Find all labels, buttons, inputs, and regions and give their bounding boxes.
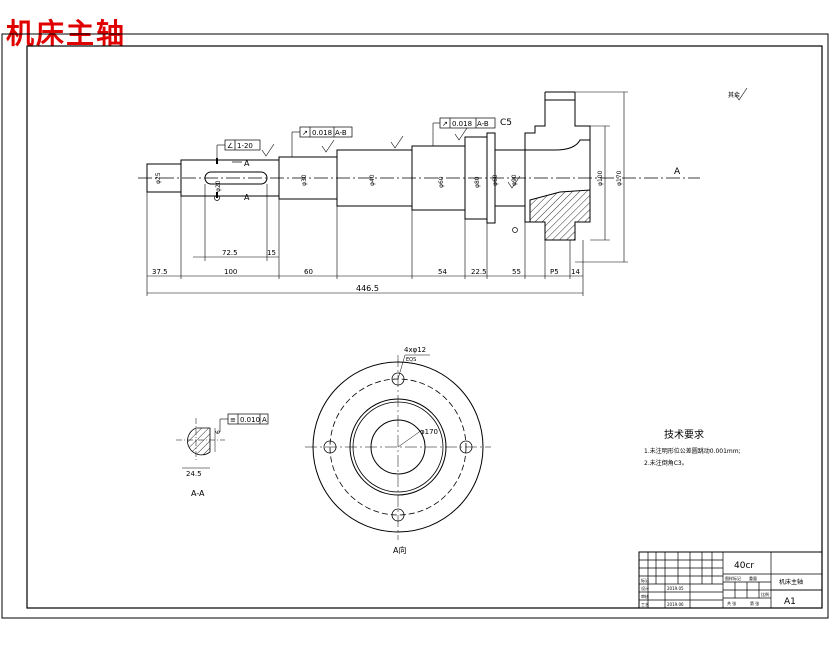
tol-frame-2: ↗ 0.018 A-B — [291, 126, 353, 157]
dim-seg-6: 55 — [512, 268, 521, 276]
tech-req-item-1: 1.未注明形位公差圆跳动0.001mm; — [644, 447, 741, 455]
dia-label-4: φ40 — [369, 174, 376, 186]
diameter-labels: φ25 φ20 φ30 φ40 φ60 φ80 φ60 φ90 φ100 φ17… — [155, 170, 623, 192]
dia-label-10: φ170 — [616, 170, 623, 186]
svg-text:0.018: 0.018 — [452, 120, 472, 128]
tech-req-item-2: 2.未注倒角C3。 — [644, 459, 688, 467]
chamfer-label: C5 — [500, 118, 512, 128]
tol-frame-1: ∠ 1-20 — [216, 139, 261, 158]
dia-label-6: φ80 — [474, 176, 481, 188]
flange-hatch — [529, 189, 591, 241]
dim-seg-3: 60 — [304, 268, 313, 276]
section-aa-shape — [187, 427, 211, 456]
svg-text:∠: ∠ — [227, 142, 233, 150]
flange-view-label: A向 — [393, 545, 406, 555]
title-cell-process: 工艺 — [641, 602, 649, 607]
view-a-marker: A — [674, 167, 681, 177]
dia-label-2: φ20 — [215, 180, 222, 192]
section-aa-dim-height: 6 — [215, 430, 222, 434]
dia-label-3: φ30 — [301, 174, 308, 186]
svg-text:↗: ↗ — [442, 120, 448, 128]
dim-seg-4: 54 — [438, 268, 447, 276]
section-aa-dim-width: 24.5 — [186, 470, 202, 478]
roughness-icon — [390, 135, 404, 149]
svg-text:1-20: 1-20 — [237, 142, 253, 150]
title-cell-misc-2: 重量 — [749, 575, 757, 581]
title-cell-misc-4: 共 张 — [727, 600, 736, 606]
title-cell-review: 审核 — [641, 593, 649, 599]
roughness-icon — [734, 87, 748, 101]
dia-label-5: φ60 — [438, 176, 445, 188]
title-cell-misc-5: 第 张 — [750, 600, 759, 606]
flange-center-dia: φ170 — [420, 428, 438, 436]
roughness-icon — [321, 139, 335, 153]
roughness-icon — [507, 175, 521, 189]
svg-text:↗: ↗ — [302, 129, 308, 137]
keyway-slot — [204, 171, 268, 185]
dim-seg-8: 14 — [571, 268, 580, 276]
sheet-outer-border — [1, 33, 829, 619]
flange-holes-note2: EQS — [406, 357, 416, 363]
svg-text:A-B: A-B — [477, 120, 489, 128]
section-aa-tol-symbol: ≡ — [230, 416, 236, 424]
dia-label-1: φ25 — [155, 172, 162, 184]
section-aa — [176, 413, 269, 469]
tech-req-heading: 技术要求 — [664, 428, 704, 441]
title-cell-date-1: 2019.05 — [667, 586, 684, 591]
section-cut-label-bottom: A — [244, 193, 250, 202]
dia-label-7: φ60 — [492, 174, 499, 186]
roughness-symbols — [261, 87, 748, 189]
tolerance-frames: ∠ 1-20 ↗ 0.018 A-B ↗ 0.018 A-B — [216, 117, 496, 158]
bore-upper — [525, 139, 590, 151]
dia-label-8: φ90 — [511, 174, 518, 186]
tol-frame-3: ↗ 0.018 A-B — [432, 117, 496, 146]
flange-holes-note: 4xφ12 — [404, 346, 426, 354]
dim-total: 446.5 — [356, 284, 379, 293]
dia-label-9: φ100 — [597, 170, 604, 186]
roughness-general: 其余 — [728, 91, 740, 99]
title-block — [638, 551, 823, 609]
main-view — [138, 91, 700, 241]
title-cell-mark: 标记 — [641, 577, 649, 583]
title-scale: A1 — [784, 597, 796, 607]
dim-upper-1: 72.5 — [222, 249, 238, 257]
dim-upper-2: 15 — [267, 249, 276, 257]
svg-text:A-B: A-B — [335, 129, 347, 137]
section-arrows — [232, 161, 242, 197]
datum-circle-a — [214, 195, 220, 201]
section-aa-tol-datum: A — [262, 416, 267, 424]
title-part-name: 机床主轴 — [779, 578, 803, 586]
title-cell-misc-1: 图样标记 — [725, 575, 741, 581]
datum-circle-b — [512, 227, 518, 233]
svg-text:0.018: 0.018 — [312, 129, 332, 137]
flange-view — [305, 354, 491, 540]
sheet-inner-border — [26, 45, 823, 609]
extension-lines — [146, 91, 628, 296]
dim-seg-1: 37.5 — [152, 268, 168, 276]
title-cell-date-2: 2019.06 — [667, 602, 684, 607]
title-cell-design: 设计 — [641, 585, 649, 591]
dim-seg-2: 100 — [224, 268, 237, 276]
dim-seg-7: P5 — [550, 268, 559, 276]
title-cell-misc-3: 比例 — [761, 591, 769, 597]
section-aa-tol-value: 0.010 — [240, 416, 260, 424]
title-material: 40cr — [734, 561, 754, 571]
section-cut-label-top: A — [244, 159, 250, 168]
roughness-icon — [261, 143, 275, 157]
roughness-icon — [454, 127, 468, 141]
dim-seg-5: 22.5 — [471, 268, 487, 276]
section-aa-label: A-A — [191, 489, 205, 498]
